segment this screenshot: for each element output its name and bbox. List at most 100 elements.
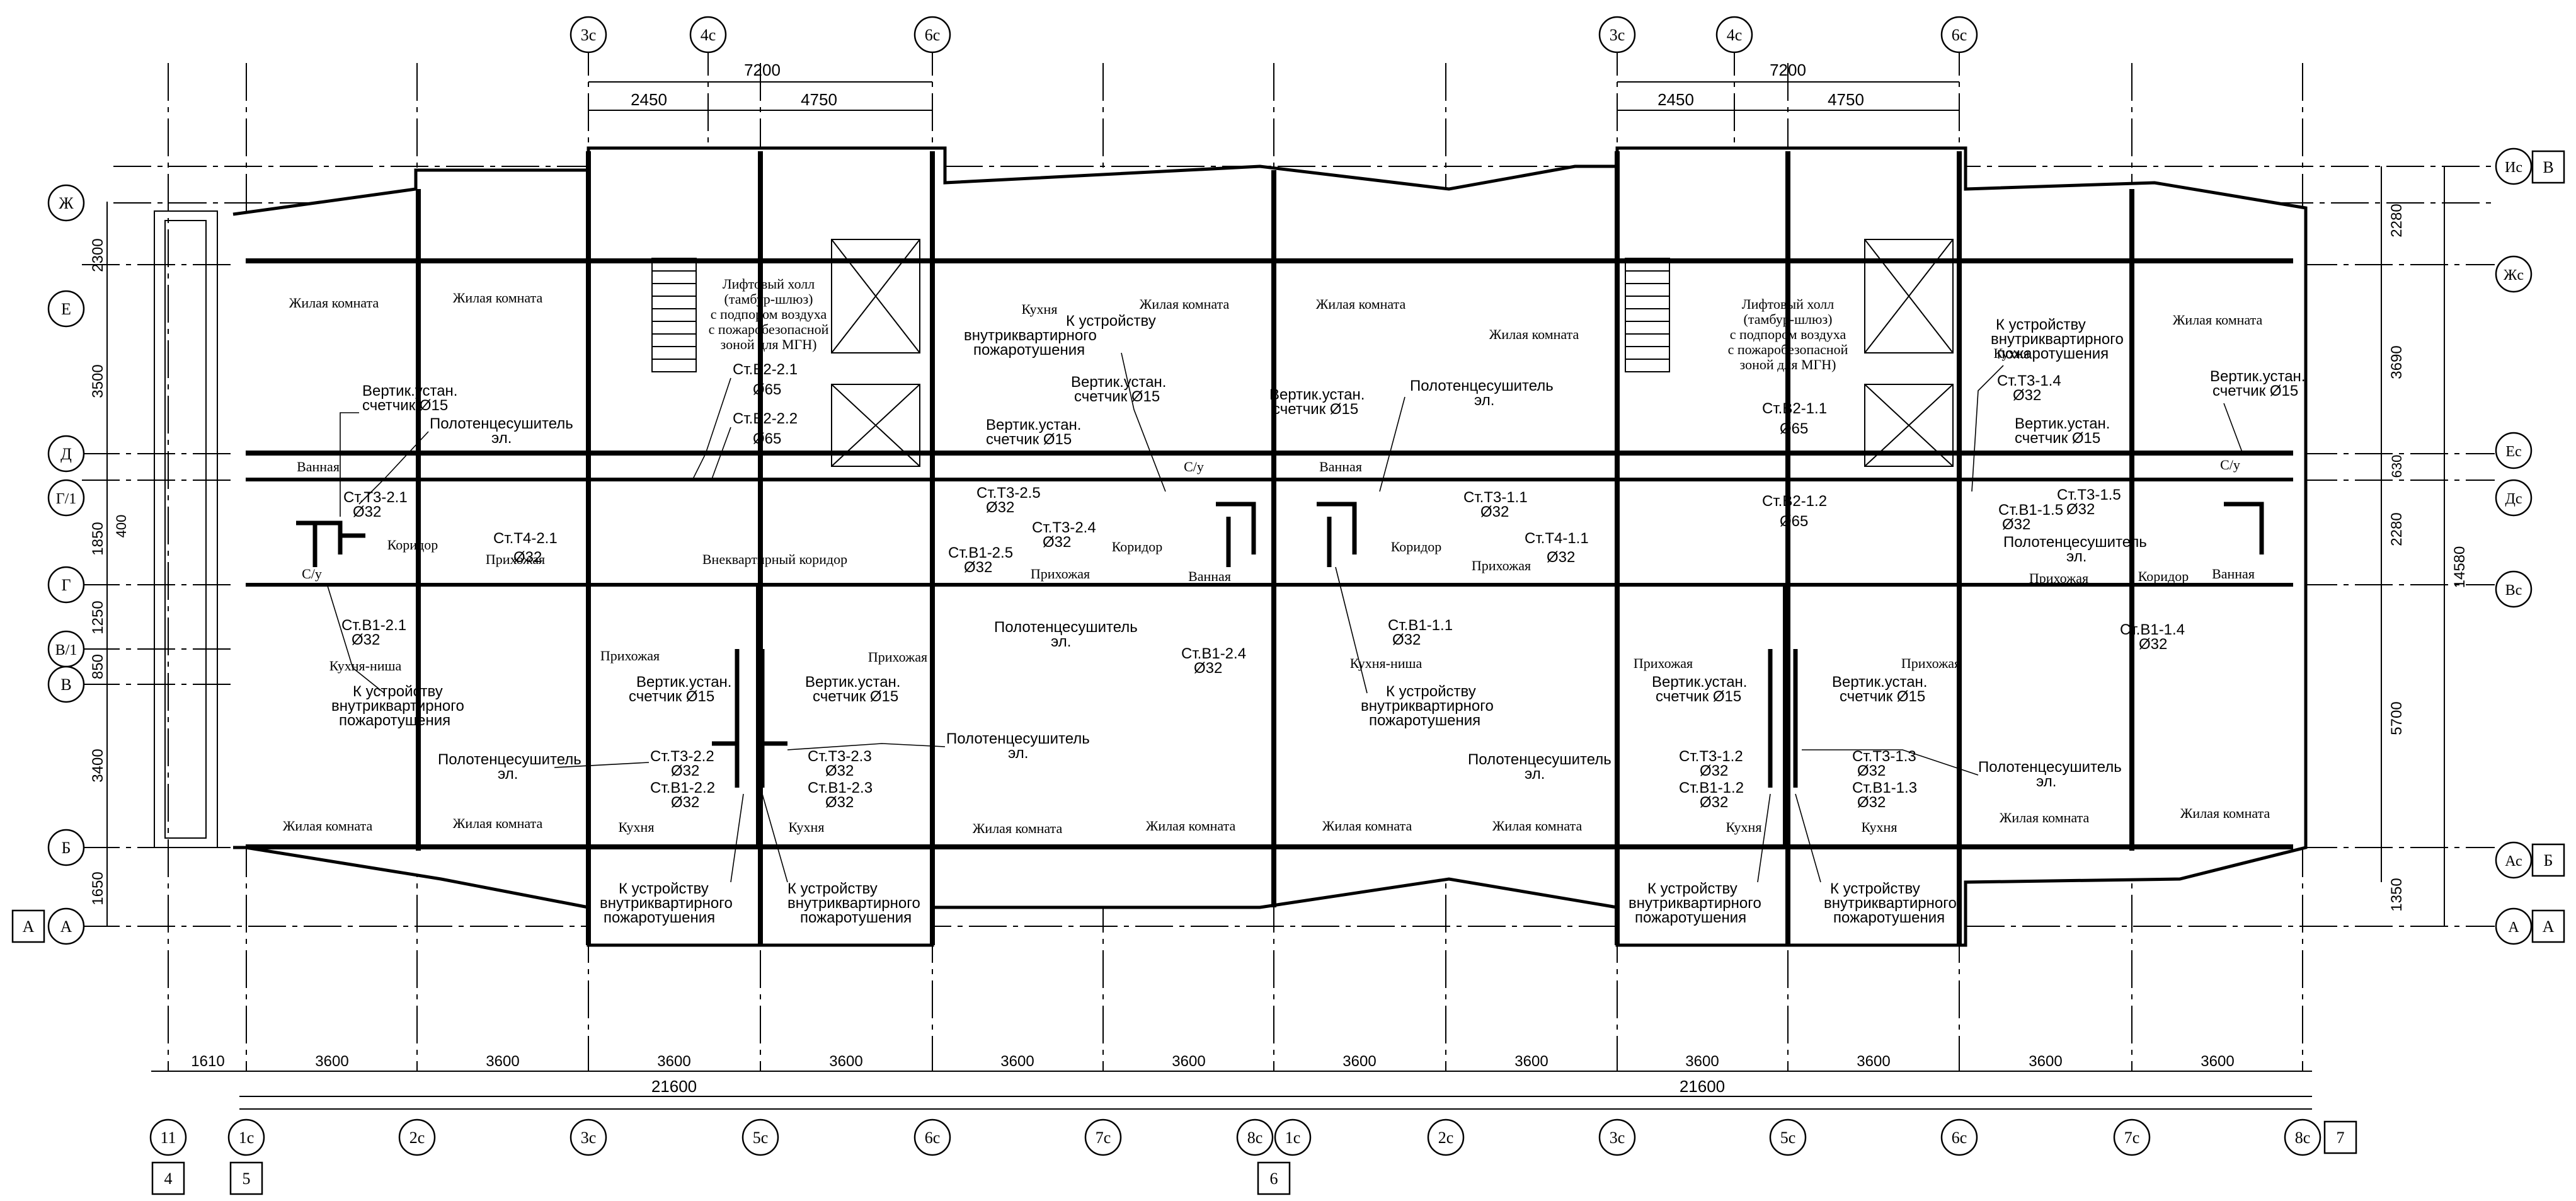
- riser-label: Ст.Т3-1.2: [1679, 748, 1743, 765]
- riser-diameter: Ø32: [353, 503, 381, 520]
- axis-bubble-bottom: 2с: [1427, 1118, 1465, 1156]
- axis-bubble-bottom: 3с: [1598, 1118, 1636, 1156]
- axis-bubble-right: Дс: [2495, 479, 2533, 517]
- svg-text:Вс: Вс: [2505, 582, 2522, 599]
- riser-label: Ст.Т3-2.4: [1032, 519, 1096, 536]
- fire-note: пожаротушения: [1997, 345, 2109, 362]
- riser-diameter: Ø32: [825, 794, 854, 811]
- meter-note: Вертик.устан.: [1071, 374, 1166, 391]
- axis-bubble-bottom: 3с: [570, 1118, 607, 1156]
- riser-diameter: Ø32: [2002, 516, 2030, 533]
- riser-label: Ст.В2-1.2: [1762, 493, 1827, 510]
- fire-note: К устройству: [1996, 316, 2086, 333]
- towel-note: Полотенцесушитель: [994, 619, 1138, 636]
- svg-text:6с: 6с: [1952, 1129, 1967, 1147]
- svg-text:1с: 1с: [1285, 1129, 1301, 1147]
- riser-diameter: Ø32: [1547, 549, 1575, 566]
- svg-text:3с: 3с: [1610, 26, 1625, 44]
- axis-bubble-right: Жс: [2495, 255, 2533, 293]
- riser-label: Ст.Т3-2.1: [343, 489, 408, 506]
- fire-note: пожаротушения: [1833, 909, 1945, 926]
- axis-bubble-bottom: 8с: [2284, 1118, 2321, 1156]
- axis-bubble-top: 6с: [1940, 16, 1978, 54]
- axis-bubble-right: Ес: [2495, 432, 2533, 469]
- svg-text:Ес: Ес: [2505, 444, 2521, 460]
- riser-label: Ст.Т4-1.1: [1525, 530, 1589, 547]
- bottom-dim: 3600: [2029, 1053, 2062, 1070]
- room-label: Кухня-ниша: [329, 658, 402, 674]
- fire-note: К устройству: [1386, 683, 1476, 700]
- right-dim: 3690: [2388, 345, 2405, 379]
- left-dim: 1850: [89, 522, 106, 555]
- meter-note: счетчик Ø15: [2015, 430, 2100, 447]
- meter-note: счетчик Ø15: [1273, 401, 1358, 418]
- axis-bubble-bottom: 1с: [1274, 1118, 1312, 1156]
- dim-7200-b: 7200: [1770, 60, 1806, 79]
- axis-bubble-left: Е: [47, 290, 85, 328]
- riser-label: Ст.Т3-2.2: [650, 748, 714, 765]
- fire-note: пожаротушения: [339, 712, 450, 729]
- riser-diameter: Ø32: [1480, 503, 1509, 520]
- fire-note: пожаротушения: [800, 909, 912, 926]
- dim-2450-a: 2450: [631, 90, 667, 109]
- riser-diameter: Ø32: [352, 631, 380, 648]
- svg-text:8с: 8с: [1247, 1129, 1263, 1147]
- fire-note: пожаротушения: [604, 909, 715, 926]
- axis-bubble-left: Ж: [47, 184, 85, 222]
- fire-note: пожаротушения: [973, 342, 1085, 359]
- towel-note: эл.: [1051, 633, 1071, 650]
- svg-text:8с: 8с: [2295, 1129, 2311, 1147]
- right-dim: 2280: [2388, 512, 2405, 546]
- svg-text:Ис: Ис: [2505, 159, 2522, 176]
- room-label: Кухня: [1862, 819, 1898, 835]
- svg-text:6с: 6с: [1952, 26, 1967, 44]
- svg-text:6: 6: [1270, 1169, 1278, 1188]
- room-label: Жилая комната: [289, 295, 379, 311]
- towel-note: Полотенцесушитель: [438, 751, 581, 768]
- axis-bubble-bottom: 11: [149, 1118, 187, 1156]
- lift-hall-label: с пожаробезопасной: [709, 321, 829, 337]
- room-label: Коридор: [2138, 568, 2189, 584]
- meter-note: счетчик Ø15: [813, 688, 898, 705]
- axis-box-bottom: 7: [2323, 1120, 2357, 1154]
- svg-text:Б: Б: [62, 839, 71, 857]
- svg-text:3с: 3с: [1610, 1129, 1625, 1147]
- svg-text:Дс: Дс: [2505, 491, 2522, 507]
- room-label: С/у: [302, 566, 322, 582]
- fire-note: внутриквартирного: [1361, 698, 1494, 715]
- fire-note: внутриквартирного: [787, 895, 920, 912]
- fire-note: К устройству: [1830, 880, 1920, 897]
- right-axis-bubbles: Ис В Жс Ес Дс Вс Ас Б А А 2280 3690 630 …: [2381, 147, 2565, 945]
- axis-box-right: А: [2531, 909, 2565, 943]
- svg-text:7с: 7с: [2124, 1129, 2140, 1147]
- right-dim: 5700: [2388, 701, 2405, 735]
- room-label: Прихожая: [1634, 655, 1693, 671]
- meter-note: счетчик Ø15: [2212, 382, 2298, 399]
- fire-note: К устройству: [1647, 880, 1737, 897]
- fire-note: К устройству: [787, 880, 878, 897]
- equipment-notes: Вертик.устан. счетчик Ø15 Полотенцесушит…: [331, 313, 2305, 926]
- axis-bubble-bottom: 1с: [227, 1118, 265, 1156]
- meter-note: счетчик Ø15: [986, 431, 1072, 448]
- room-label: Кухня: [1726, 819, 1762, 835]
- meter-note: Вертик.устан.: [1652, 674, 1747, 691]
- room-label: Жилая комната: [1140, 296, 1230, 312]
- towel-note: эл.: [2066, 548, 2087, 565]
- svg-text:3с: 3с: [581, 1129, 597, 1147]
- meter-note: Вертик.устан.: [986, 417, 1081, 434]
- towel-note: эл.: [2036, 773, 2056, 790]
- riser-diameter: Ø32: [671, 794, 699, 811]
- lift-hall-label: (тамбур-шлюз): [1744, 311, 1833, 327]
- room-label: С/у: [2220, 457, 2240, 473]
- svg-text:2с: 2с: [1438, 1129, 1454, 1147]
- svg-text:В: В: [2543, 158, 2553, 176]
- left-dim: 1250: [89, 600, 106, 634]
- meter-note: счетчик Ø15: [362, 397, 448, 414]
- svg-text:Ж: Ж: [59, 194, 74, 212]
- riser-diameter: Ø32: [2066, 501, 2095, 518]
- dim-4750-b: 4750: [1828, 90, 1864, 109]
- bottom-dim: 3600: [315, 1053, 348, 1070]
- bottom-dim: 3600: [657, 1053, 690, 1070]
- svg-text:Г/1: Г/1: [56, 491, 77, 507]
